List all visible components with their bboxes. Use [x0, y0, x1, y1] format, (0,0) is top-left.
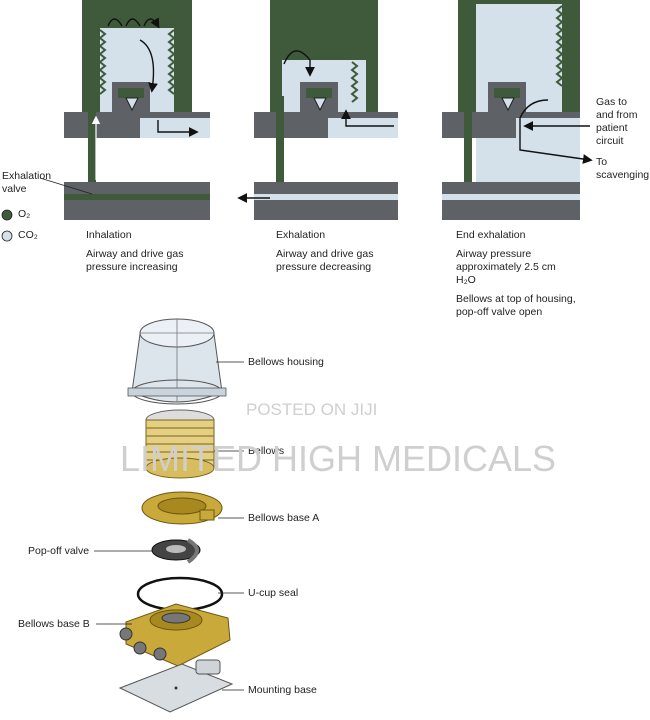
label-mounting-base: Mounting base — [248, 684, 317, 696]
label-bellows-base-a: Bellows base A — [248, 512, 320, 524]
mounting-base-drawing — [118, 659, 234, 713]
label-bellows-housing: Bellows housing — [248, 356, 324, 368]
panel-end-exhalation-title: End exhalation — [456, 229, 526, 241]
panel-end-exhalation-desc: Airway pressure approximately 2.5 cm H₂O — [456, 248, 556, 286]
label-bellows: Bellows — [248, 445, 285, 457]
bellows-drawing — [145, 409, 215, 479]
watermark-line2: LIMITED HIGH MEDICALS — [120, 438, 557, 479]
panel-end-exhalation-drawing — [442, 0, 593, 220]
panel-inhalation-desc: Airway and drive gas pressure increasing — [86, 248, 184, 273]
panel-inhalation-title: Inhalation — [86, 229, 132, 241]
label-bellows-base-b: Bellows base B — [18, 618, 90, 630]
popoff-valve-drawing — [151, 538, 201, 564]
gas-to-from-label: Gas to and from patient circuit — [596, 96, 638, 147]
label-ucup-seal: U-cup seal — [248, 587, 299, 599]
o2-legend-label: O₂ — [18, 208, 31, 220]
watermark-line1: POSTED ON JIJI — [246, 400, 378, 419]
bellows-base-b-drawing — [119, 603, 231, 667]
co2-legend-label: CO₂ — [18, 229, 38, 241]
panel-inhalation-drawing — [64, 0, 210, 220]
label-popoff-valve: Pop-off valve — [28, 545, 90, 557]
panel-end-exhalation-desc2: Bellows at top of housing, pop-off valve… — [456, 293, 576, 318]
bellows-base-a-drawing — [141, 491, 223, 525]
o2-swatch — [1, 209, 13, 221]
panel-exhalation-desc: Airway and drive gas pressure decreasing — [276, 248, 374, 273]
panel-exhalation-title: Exhalation — [276, 229, 326, 241]
co2-swatch — [1, 230, 13, 242]
bellows-housing-drawing — [127, 318, 227, 405]
to-scavenging-label: To scavenging — [596, 156, 650, 181]
exhalation-valve-leader — [39, 177, 93, 195]
panel-exhalation-drawing — [237, 0, 398, 220]
exhalation-valve-label: Exhalation valve — [2, 170, 52, 195]
